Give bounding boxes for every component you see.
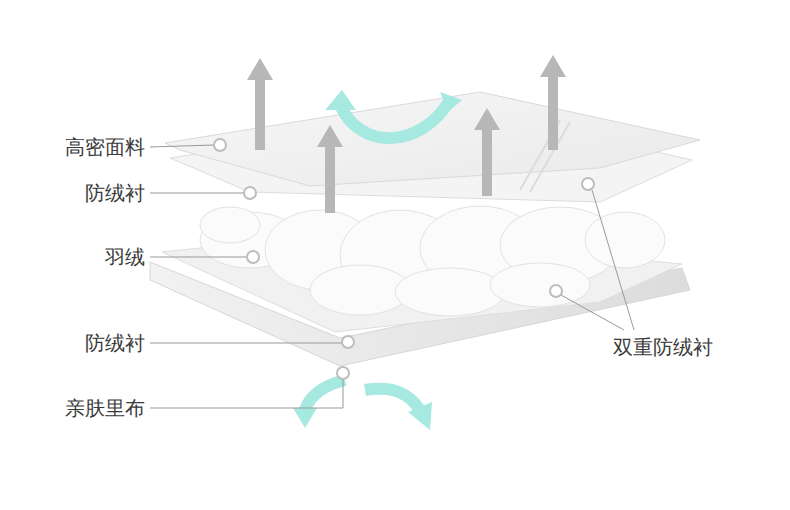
part-label: 羽绒 bbox=[105, 245, 145, 269]
leader-dot bbox=[214, 139, 594, 379]
airflow-arrow bbox=[305, 100, 450, 410]
seam bbox=[520, 120, 570, 192]
fabric-layer bbox=[165, 92, 700, 186]
breath-arrow bbox=[247, 55, 566, 213]
part-label: 防绒衬 bbox=[85, 331, 145, 355]
part-label: 双重防绒衬 bbox=[613, 335, 713, 359]
airflow-arrowhead bbox=[293, 90, 462, 430]
part-label: 高密面料 bbox=[65, 135, 145, 159]
part-label: 亲肤里布 bbox=[65, 396, 145, 420]
part-label: 防绒衬 bbox=[85, 181, 145, 205]
leader-line bbox=[150, 145, 634, 408]
down-filling bbox=[200, 206, 665, 316]
